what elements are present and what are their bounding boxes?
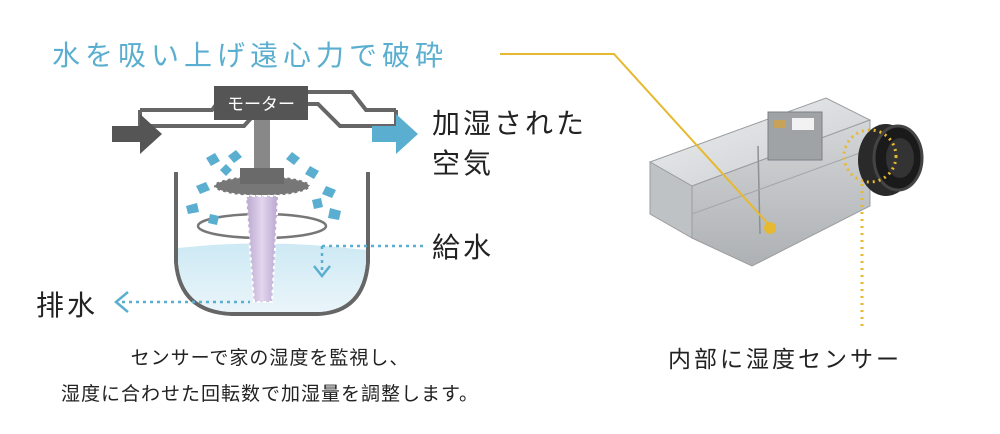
water-supply-drop-arrowhead (313, 265, 331, 279)
sensor-label: 内部に湿度センサー (668, 347, 902, 373)
motor-label: モーター (227, 95, 295, 115)
mechanism-leader-line (500, 53, 771, 227)
description: センサーで家の湿度を監視し、 湿度に合わせた回転数で加湿量を調整します。 (0, 340, 540, 412)
duct-inner (886, 138, 914, 178)
motor-shaft (254, 120, 270, 168)
drain-arrowhead (114, 291, 129, 313)
motor-box (214, 86, 308, 120)
rotor-hub (240, 168, 284, 184)
mechanism-leader-dot (764, 222, 776, 234)
water-droplets (186, 150, 341, 225)
air-inlet-arrow (112, 114, 162, 154)
unit-left-face (649, 161, 693, 239)
water-supply-label: 給水 (432, 231, 495, 264)
unit-terminal-label (792, 118, 814, 130)
humidifier-mechanism-diagram: モーター (112, 86, 424, 316)
humidified-air-arrow (372, 114, 418, 154)
humidified-air-label-line1: 加湿された (432, 107, 588, 140)
humidifier-unit-illustration (500, 53, 924, 330)
description-line2: 湿度に合わせた回転数で加湿量を調整します。 (60, 383, 480, 405)
humidified-air-label: 加湿された 空気 (432, 104, 587, 184)
drain-label: 排水 (36, 289, 99, 322)
description-line1: センサーで家の湿度を監視し、 (130, 347, 410, 369)
water-tank (174, 172, 370, 316)
headline: 水を吸い上げ遠心力で破砕 (52, 39, 449, 72)
unit-terminal (774, 120, 786, 128)
unit-seam (691, 149, 869, 215)
suction-tube (244, 195, 280, 303)
sensor-highlight-circle (842, 128, 898, 184)
humidified-air-label-line2: 空気 (432, 147, 495, 180)
